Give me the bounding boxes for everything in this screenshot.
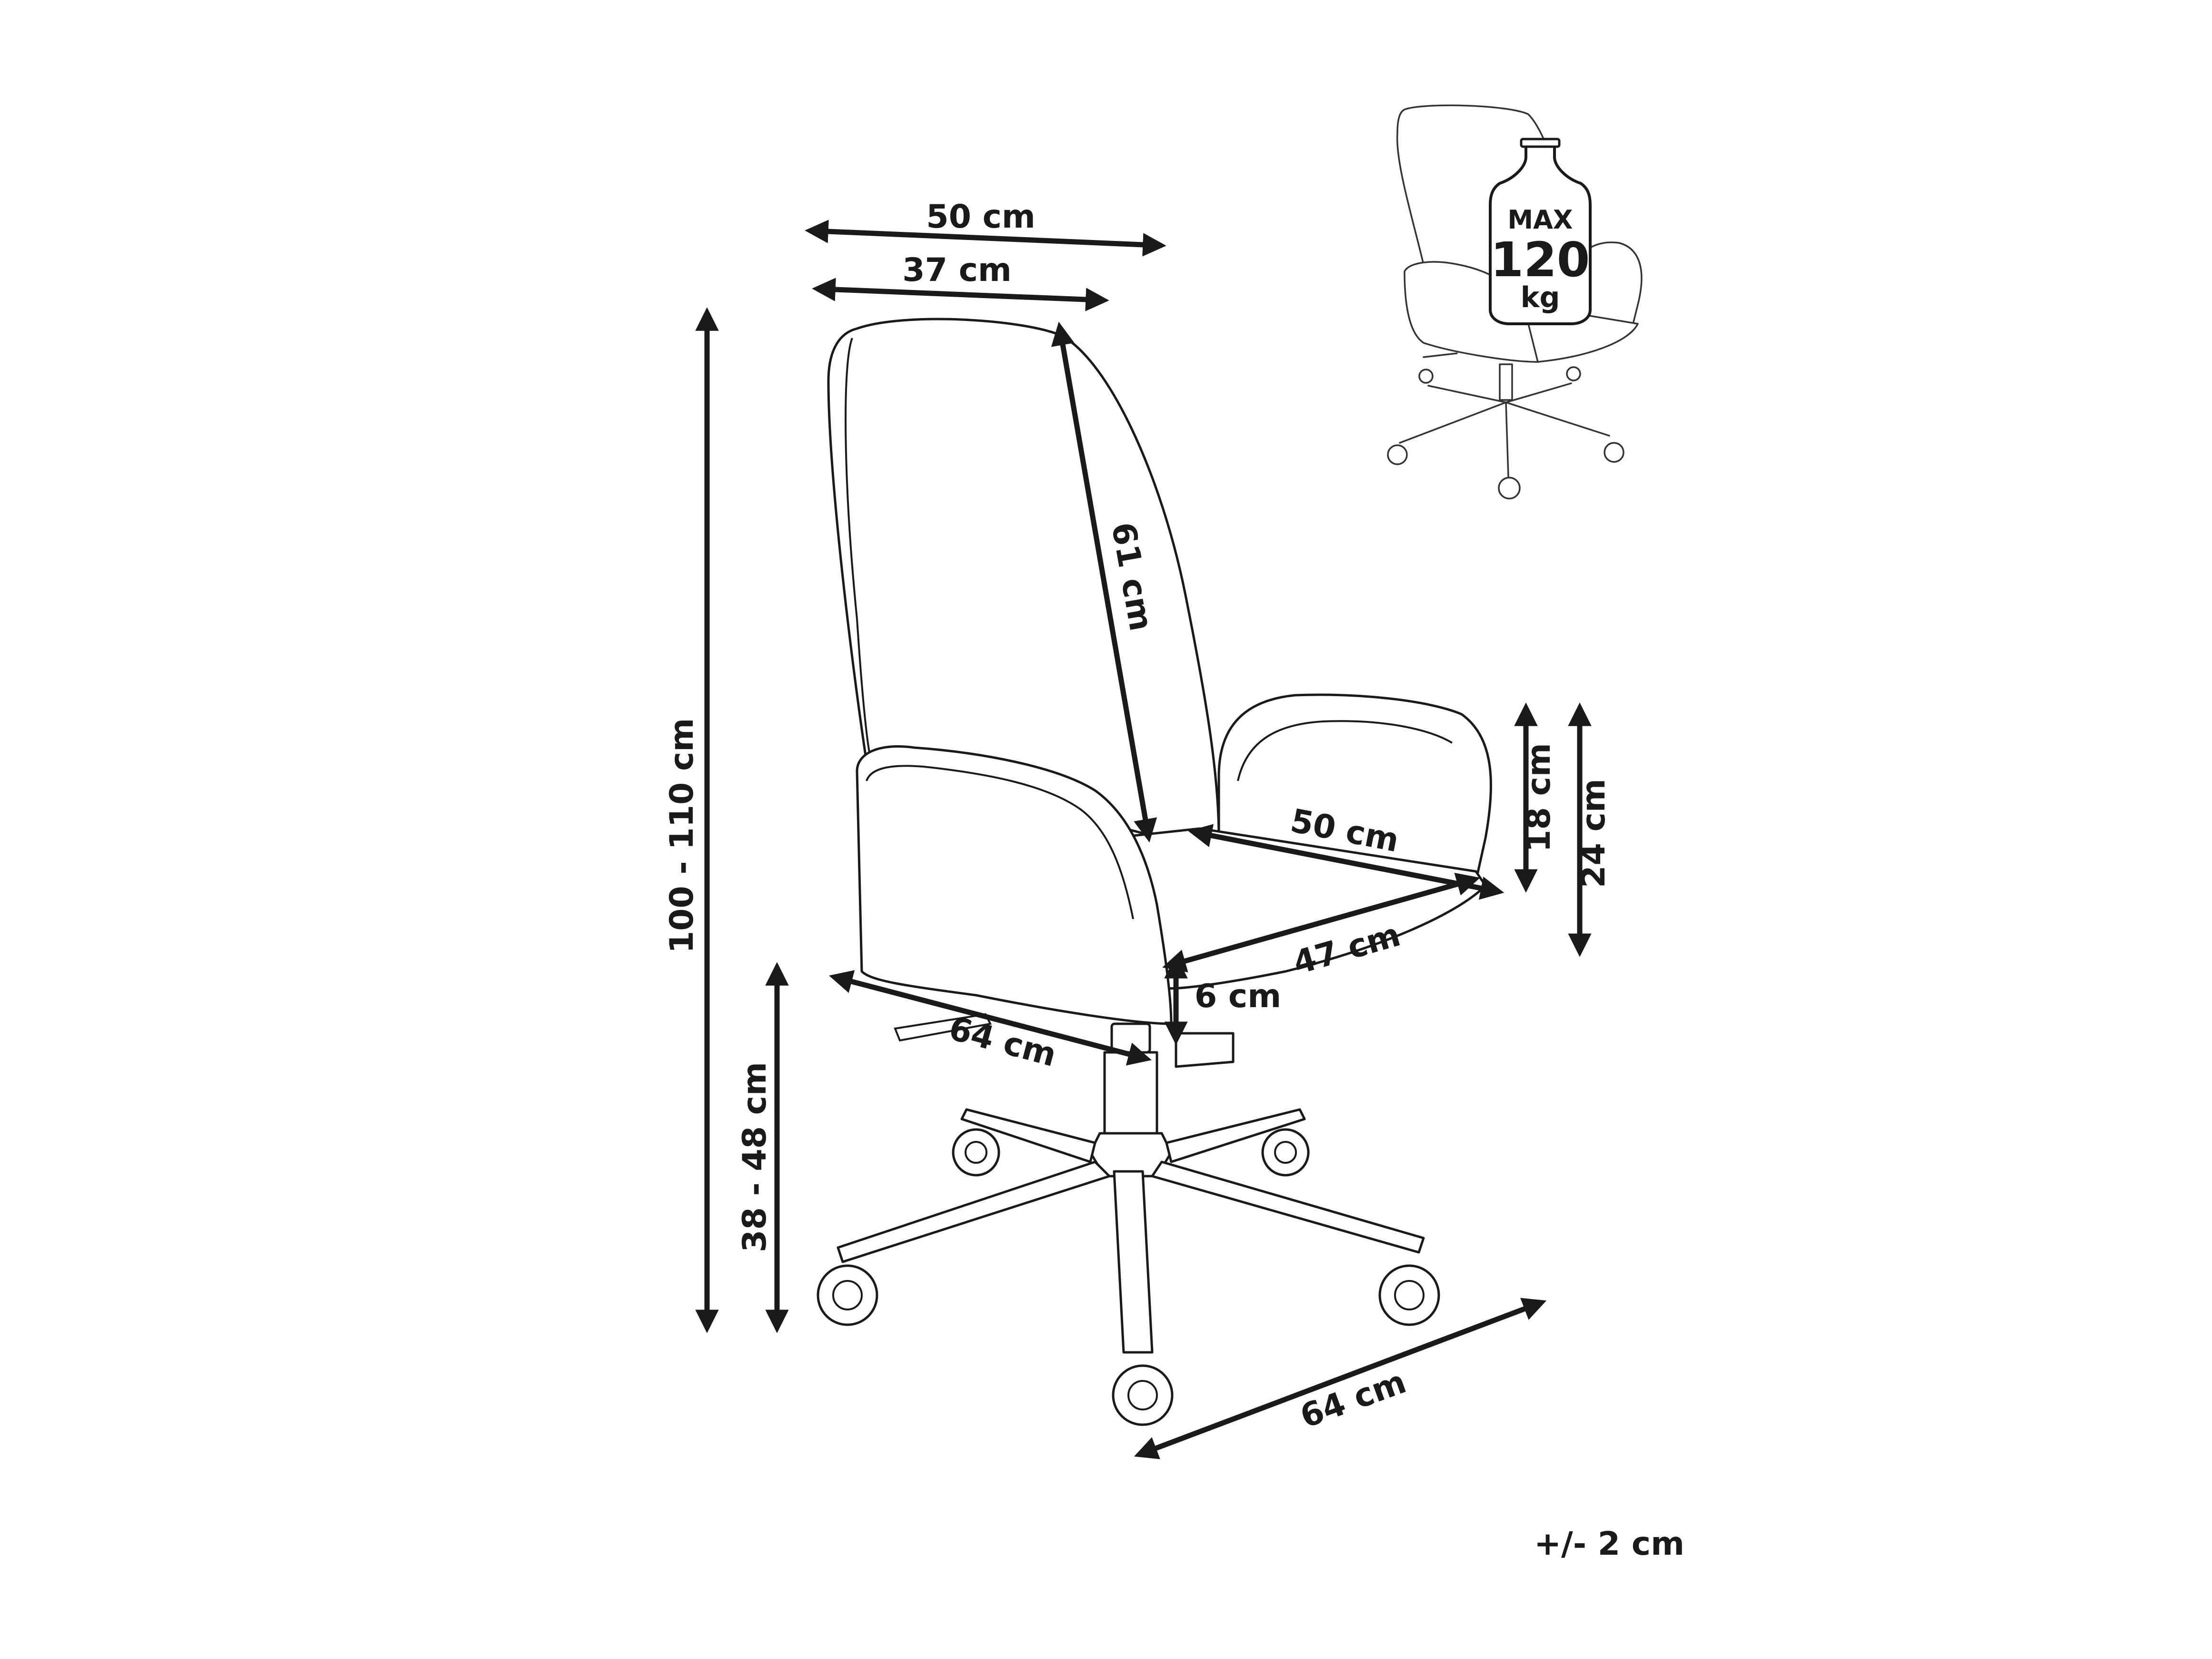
dim-line-seat-depth bbox=[1162, 872, 1480, 973]
chair-column bbox=[1103, 1051, 1158, 1139]
dim-line-back-width bbox=[812, 278, 1109, 311]
label-top-width: 50 cm bbox=[926, 198, 1035, 236]
dimension-lines bbox=[695, 220, 1592, 1459]
chair-mechanism bbox=[1175, 1032, 1235, 1068]
label-total-height: 100 - 110 cm bbox=[663, 718, 701, 953]
max-load-unit: kg bbox=[1521, 281, 1560, 314]
chair-backrest-seam bbox=[845, 338, 872, 762]
label-seat-height: 38 - 48 cm bbox=[736, 1062, 774, 1252]
label-back-width: 37 cm bbox=[902, 251, 1011, 289]
max-load-value: 120 bbox=[1491, 232, 1590, 288]
mini-chair-caster-3 bbox=[1498, 477, 1521, 500]
chair-right-arm-inner bbox=[1237, 720, 1453, 781]
weight-icon-handle bbox=[1520, 138, 1561, 148]
mini-chair-caster-2 bbox=[1604, 442, 1624, 463]
caster-back-left bbox=[952, 1128, 1000, 1177]
max-load-label: MAX bbox=[1507, 205, 1573, 235]
weight-icon bbox=[1489, 141, 1592, 325]
tolerance-note: +/- 2 cm bbox=[1534, 1525, 1684, 1563]
chair-left-arm-inner bbox=[866, 765, 1134, 919]
dim-line-top-width bbox=[805, 220, 1166, 257]
dimension-labels: 50 cm 37 cm 61 cm 100 - 110 cm 38 - 48 c… bbox=[663, 198, 1613, 1436]
caster-front bbox=[1112, 1364, 1174, 1426]
label-armrest-height: 18 cm bbox=[1520, 743, 1558, 852]
caster-front-right bbox=[1378, 1264, 1440, 1326]
chair-leg-back-right bbox=[1165, 1108, 1306, 1163]
dim-line-side-depth bbox=[829, 970, 1152, 1066]
label-armrest-total-height: 24 cm bbox=[1575, 779, 1613, 888]
chair-leg-front-right bbox=[1151, 1160, 1425, 1254]
dim-line-backrest-height bbox=[1051, 321, 1157, 843]
label-seat-thickness: 6 cm bbox=[1195, 978, 1281, 1015]
chair-leg-front-left bbox=[837, 1160, 1111, 1263]
mini-chair-caster-5 bbox=[1566, 366, 1581, 381]
mini-chair-caster-4 bbox=[1418, 369, 1434, 384]
chair-leg-front bbox=[1113, 1170, 1154, 1354]
caster-front-left bbox=[817, 1264, 878, 1326]
caster-back-right bbox=[1261, 1128, 1310, 1177]
chair-column-collar bbox=[1110, 1022, 1151, 1054]
chair-leg-back-left bbox=[960, 1108, 1096, 1163]
mini-chair-column bbox=[1499, 363, 1513, 401]
dim-line-base-width bbox=[1134, 1298, 1547, 1459]
mini-chair-lever bbox=[1423, 352, 1458, 358]
max-load-icon: MAX 120 kg bbox=[1387, 104, 1643, 500]
mini-chair-legs bbox=[1399, 382, 1610, 477]
mini-chair-caster-1 bbox=[1387, 444, 1408, 465]
